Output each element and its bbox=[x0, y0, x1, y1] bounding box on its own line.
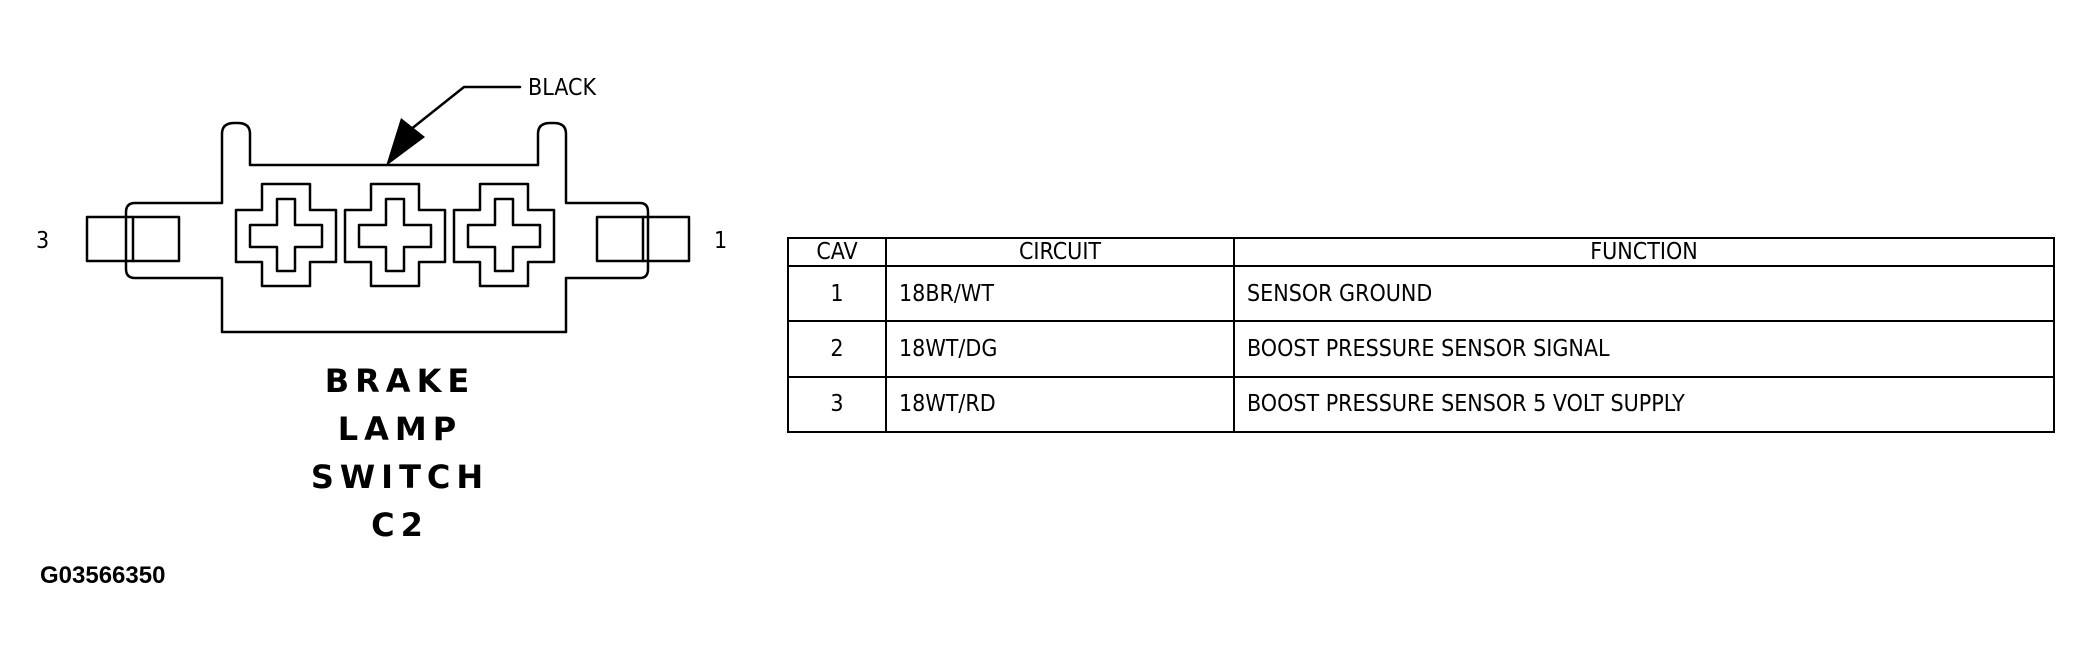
pin-label-left: 3 bbox=[36, 228, 49, 254]
cell-circuit: 18BR/WT bbox=[885, 264, 1235, 323]
cavity-2 bbox=[343, 182, 447, 288]
connector-title-line-3: SWITCH bbox=[311, 458, 489, 496]
header-circuit: CIRCUIT bbox=[885, 237, 1235, 267]
connector-title-line-4: C2 bbox=[371, 506, 429, 544]
cell-cav: 2 bbox=[787, 320, 887, 378]
connector-title-line-1: BRAKE bbox=[325, 362, 475, 400]
table-row: 2 18WT/DG BOOST PRESSURE SENSOR SIGNAL bbox=[787, 320, 2055, 378]
cell-function: SENSOR GROUND bbox=[1233, 264, 2055, 323]
cell-circuit: 18WT/DG bbox=[885, 320, 1235, 378]
pinout-table: CAV CIRCUIT FUNCTION 1 18BR/WT SENSOR GR… bbox=[787, 237, 2055, 434]
cell-function: BOOST PRESSURE SENSOR SIGNAL bbox=[1233, 320, 2055, 378]
header-cav: CAV bbox=[787, 237, 887, 267]
cavity-1 bbox=[452, 182, 556, 288]
cavity-3 bbox=[234, 182, 338, 288]
table-header-row: CAV CIRCUIT FUNCTION bbox=[787, 237, 2055, 267]
color-label: BLACK bbox=[528, 75, 596, 101]
cell-circuit: 18WT/RD bbox=[885, 375, 1235, 434]
cell-cav: 3 bbox=[787, 375, 887, 434]
figure-id: G03566350 bbox=[40, 562, 166, 589]
pin-label-right: 1 bbox=[714, 228, 727, 254]
color-leader-line bbox=[408, 85, 522, 132]
table-row: 3 18WT/RD BOOST PRESSURE SENSOR 5 VOLT S… bbox=[787, 375, 2055, 434]
cell-function: BOOST PRESSURE SENSOR 5 VOLT SUPPLY bbox=[1233, 375, 2055, 434]
header-function: FUNCTION bbox=[1233, 237, 2055, 267]
color-leader-arrow bbox=[386, 118, 425, 166]
connector-body bbox=[124, 121, 650, 334]
cell-cav: 1 bbox=[787, 264, 887, 323]
table-row: 1 18BR/WT SENSOR GROUND bbox=[787, 264, 2055, 323]
connector-title-line-2: LAMP bbox=[338, 410, 462, 448]
